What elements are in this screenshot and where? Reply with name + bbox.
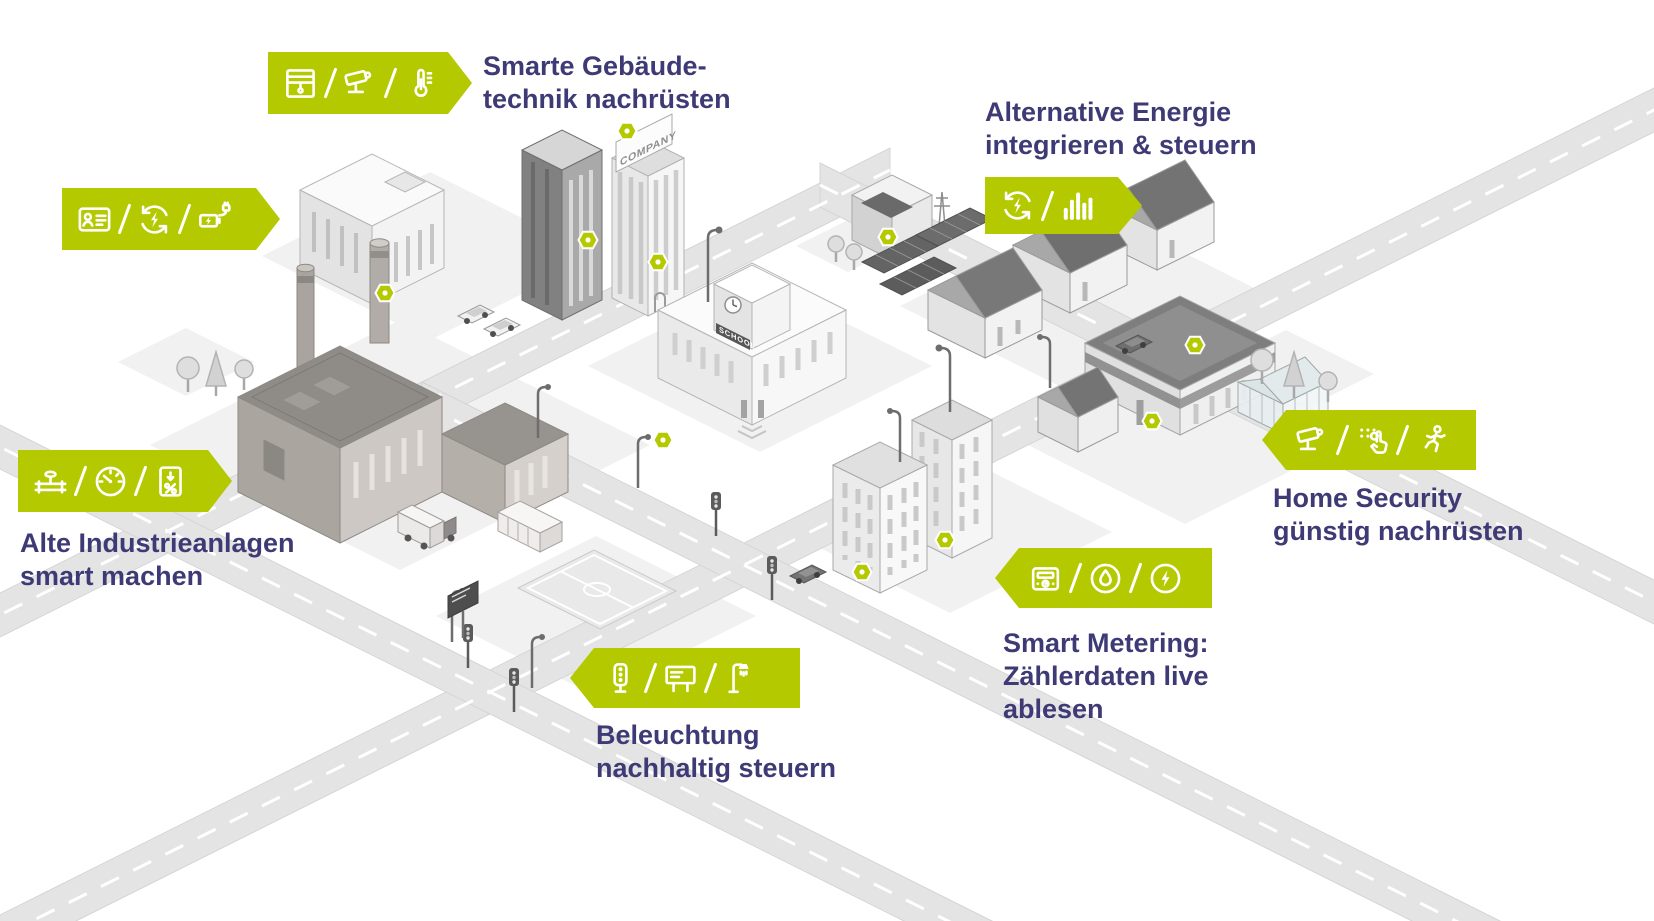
power-pylon — [934, 191, 950, 239]
water-meter-icon — [1090, 563, 1121, 593]
iot-markers — [374, 121, 1206, 582]
touch-control-icon — [1360, 427, 1388, 454]
traffic-lights — [463, 492, 777, 712]
industry-retrofit-banner — [62, 188, 280, 250]
consumption-meter-icon — [152, 463, 189, 500]
smart-meter-icon — [1031, 566, 1060, 591]
slash-divider — [74, 465, 88, 496]
slash-divider — [1395, 424, 1410, 456]
id-card-icon — [76, 201, 113, 238]
houses-residential — [926, 159, 1215, 359]
building-office-tower — [520, 129, 604, 321]
slash-divider — [1041, 190, 1055, 221]
iot-marker — [652, 430, 674, 450]
small-billboard — [447, 580, 479, 638]
alternative-energy-label: Alternative Energie integrieren & steuer… — [985, 97, 1257, 160]
apartments — [831, 399, 994, 594]
trees — [176, 235, 1338, 402]
cargo-container — [496, 500, 564, 553]
slash-divider — [178, 203, 192, 234]
energy-cycle-icon — [136, 201, 173, 238]
building-company: COMPANY — [610, 113, 686, 317]
building-small-house — [1036, 366, 1119, 453]
old-industry-banner — [18, 450, 232, 512]
slash-divider — [1068, 562, 1083, 594]
iot-marker — [934, 530, 956, 550]
smart-building-label: Smarte Gebäude- technik nachrüsten — [483, 51, 731, 114]
car — [788, 564, 828, 584]
factory — [236, 238, 570, 544]
old-industry-label: Alte Industrieanlagen smart machen — [20, 528, 295, 591]
lighting-banner — [570, 648, 800, 708]
smart-metering-banner — [995, 548, 1212, 608]
energy-cycle-icon — [999, 187, 1036, 224]
home-security-banner — [1262, 410, 1476, 470]
building-industrial-hall — [298, 153, 446, 305]
lighting-label: Beleuchtung nachhaltig steuern — [596, 720, 837, 783]
alternative-energy-banner — [985, 177, 1142, 234]
home-security-label: Home Security günstig nachrüsten — [1273, 483, 1524, 546]
slash-divider — [134, 465, 148, 496]
smart-building-banner — [268, 52, 472, 114]
vehicles — [396, 304, 1154, 584]
slash-divider — [384, 67, 398, 98]
gauge-icon — [92, 463, 129, 500]
car — [482, 317, 522, 337]
street-lamp-icon — [728, 662, 749, 693]
road-markings — [0, 108, 1654, 921]
solar-substation — [850, 174, 950, 261]
school-sign — [716, 323, 750, 350]
truck — [396, 504, 457, 550]
energy-bars-icon — [1059, 187, 1096, 224]
slash-divider — [643, 662, 658, 694]
traffic-light-icon — [613, 662, 628, 693]
cctv-camera-icon — [1296, 426, 1324, 450]
iot-marker — [616, 121, 638, 141]
iot-marker — [851, 562, 873, 582]
iot-marker — [577, 230, 599, 250]
slash-divider — [1128, 562, 1143, 594]
car — [1114, 334, 1154, 354]
window-blind-icon — [282, 65, 319, 102]
cctv-camera-icon — [342, 65, 379, 102]
power-meter-icon — [1150, 563, 1181, 593]
billboard-icon — [665, 665, 696, 692]
building-school: SCHOOL — [656, 262, 848, 440]
battery-charging-icon — [196, 201, 233, 238]
pipe-valve-icon — [32, 463, 69, 500]
iot-marker — [877, 227, 899, 247]
sports-field — [516, 549, 678, 630]
slash-divider — [1335, 424, 1350, 456]
iot-marker — [647, 252, 669, 272]
smart-metering-label: Smart Metering: Zählerdaten live ablesen — [1003, 628, 1209, 724]
company-sign — [615, 113, 673, 173]
slash-divider — [324, 67, 338, 98]
slash-divider — [703, 662, 718, 694]
street-lamps — [450, 226, 1052, 688]
iot-marker — [1141, 411, 1163, 431]
motion-icon — [1424, 424, 1446, 452]
car — [456, 304, 496, 324]
iot-marker — [374, 283, 396, 303]
iot-marker — [1184, 335, 1206, 355]
thermometer-icon — [402, 65, 439, 102]
slash-divider — [118, 203, 132, 234]
building-store — [1083, 295, 1277, 436]
